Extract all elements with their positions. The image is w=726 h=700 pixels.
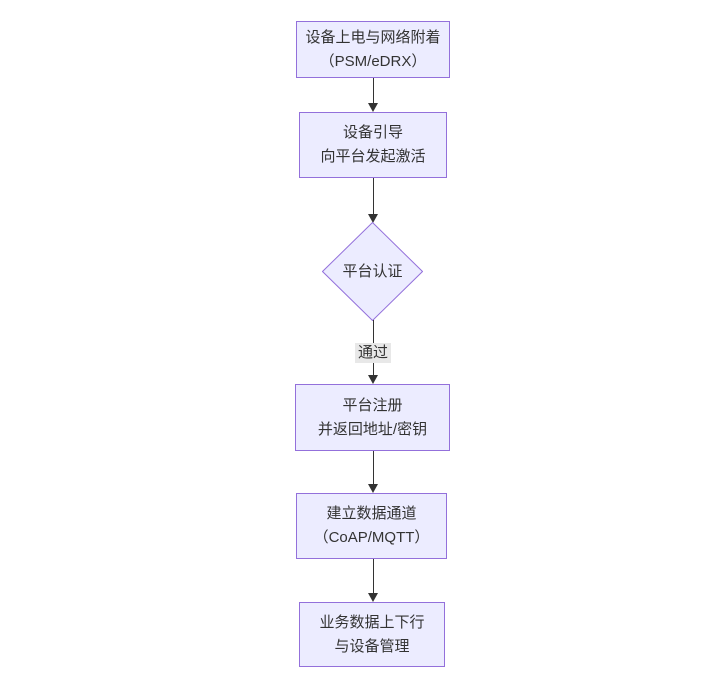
node-platform-auth: 平台认证: [322, 222, 423, 321]
node-power-attach: 设备上电与网络附着 （PSM/eDRX）: [296, 21, 450, 78]
edge-register-to-channel: [367, 451, 379, 493]
node-bootstrap: 设备引导 向平台发起激活: [299, 112, 447, 178]
arrowhead-icon: [368, 484, 378, 493]
arrowhead-icon: [368, 375, 378, 384]
node-business-data-line1: 业务数据上下行: [319, 613, 425, 631]
node-business-data: 业务数据上下行 与设备管理: [299, 602, 445, 667]
node-power-attach-line1: 设备上电与网络附着: [305, 28, 441, 46]
node-data-channel-line1: 建立数据通道: [326, 505, 417, 522]
arrowhead-icon: [368, 103, 378, 112]
node-business-data-line2: 与设备管理: [334, 637, 410, 655]
node-data-channel: 建立数据通道 （CoAP/MQTT）: [296, 493, 447, 559]
node-data-channel-line2: （CoAP/MQTT）: [313, 529, 430, 546]
node-bootstrap-line2: 向平台发起激活: [320, 148, 426, 165]
arrowhead-icon: [368, 214, 378, 223]
node-power-attach-line2: （PSM/eDRX）: [319, 52, 427, 70]
node-platform-auth-label: 平台认证: [342, 262, 403, 280]
node-platform-register: 平台注册 并返回地址/密钥: [295, 384, 450, 451]
node-bootstrap-line1: 设备引导: [342, 124, 403, 141]
edge-line: [372, 78, 374, 103]
edge-line: [372, 451, 374, 484]
edge-label-pass: 通过: [354, 343, 392, 363]
edge-line: [372, 178, 374, 214]
edge-power-to-bootstrap: [367, 78, 379, 112]
edge-line: [372, 559, 374, 593]
node-platform-register-line1: 平台注册: [342, 396, 403, 414]
edge-bootstrap-to-auth: [367, 178, 379, 223]
node-platform-register-line2: 并返回地址/密钥: [317, 420, 428, 438]
arrowhead-icon: [368, 593, 378, 602]
edge-channel-to-business: [367, 559, 379, 602]
